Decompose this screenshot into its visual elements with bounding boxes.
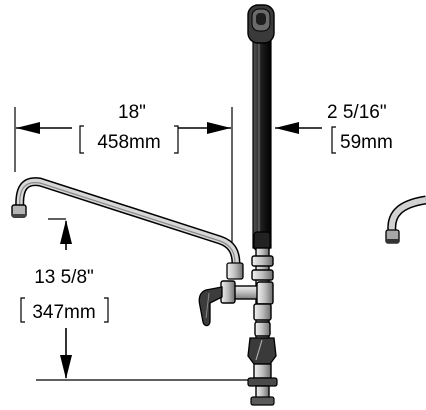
mounting-nut — [247, 377, 278, 387]
height-metric: 347mm — [32, 302, 95, 323]
valve-housing — [220, 280, 236, 304]
spout-reach-dimension: 18" 458mm — [14, 102, 233, 255]
faucet-body — [198, 247, 278, 406]
hose-offset-dimension: 2 5/16" 59mm — [275, 102, 393, 154]
spout-reach-metric: 458mm — [97, 132, 160, 153]
tee-fitting — [256, 281, 274, 305]
arrowhead-right — [207, 122, 231, 134]
bracket-right — [174, 125, 179, 154]
height-dimension: 13 5/8" 347mm — [20, 218, 256, 381]
height-imperial: 13 5/8" — [34, 267, 94, 288]
inlet-nut — [250, 396, 275, 406]
lever-handle[interactable] — [198, 286, 223, 327]
swing-spout — [11, 177, 244, 280]
offset-bracket-left — [331, 126, 336, 154]
hose-offset-imperial: 2 5/16" — [327, 102, 387, 123]
side-view-spout — [385, 195, 426, 244]
prerinse-hose — [247, 4, 275, 251]
spout-reach-imperial: 18" — [118, 102, 146, 123]
height-arrowhead-bottom — [60, 355, 72, 379]
offset-arrowhead — [275, 122, 299, 134]
bracket-left — [79, 125, 84, 154]
height-bracket-left — [20, 297, 25, 323]
height-bracket-right — [104, 297, 109, 323]
arrowhead-left — [16, 122, 40, 134]
spout-collar — [226, 262, 244, 280]
hose-body — [252, 27, 272, 249]
inlet-shank — [253, 363, 272, 379]
hose-offset-metric: 59mm — [340, 132, 393, 153]
height-arrowhead-top — [60, 220, 72, 244]
